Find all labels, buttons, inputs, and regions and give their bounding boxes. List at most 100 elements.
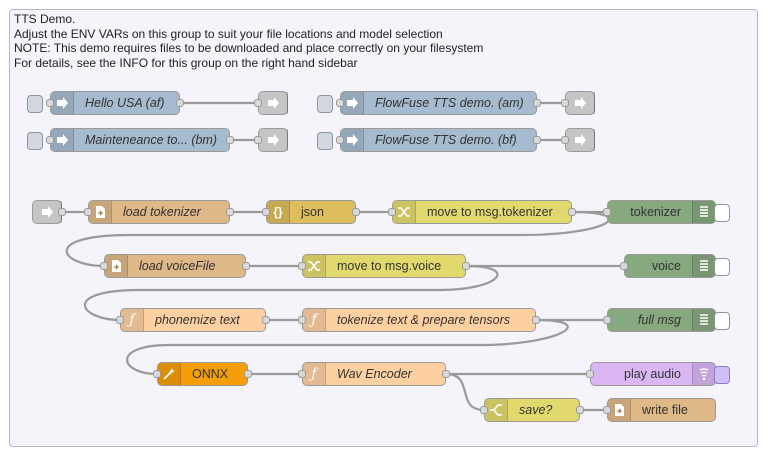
node-label: full msg (637, 313, 681, 327)
debug-list-icon (692, 255, 715, 277)
input-port[interactable] (336, 136, 344, 144)
debug-toggle-button[interactable] (714, 258, 730, 276)
node-label: Mainteneance to... (bm) (85, 133, 218, 147)
input-port[interactable] (116, 316, 124, 324)
node-label: move to msg.voice (337, 259, 442, 273)
link-call-flowfuse-am[interactable]: FlowFuse TTS demo. (am) (317, 91, 541, 115)
link-out-maintenance[interactable] (254, 128, 288, 152)
output-port[interactable] (226, 208, 234, 216)
output-port[interactable] (226, 136, 234, 144)
debug-list-icon (692, 309, 715, 331)
shuffle-icon (393, 201, 416, 223)
link-call-maintenance[interactable]: Mainteneance to... (bm) (27, 128, 234, 152)
output-port[interactable] (244, 370, 252, 378)
output-port[interactable] (532, 316, 540, 324)
node-label: move to msg.tokenizer (427, 205, 553, 219)
wire (445, 372, 485, 412)
info-line: TTS Demo. (14, 12, 76, 26)
play-audio-node[interactable]: play audio (586, 362, 730, 386)
output-port[interactable] (58, 208, 66, 216)
input-port[interactable] (388, 208, 396, 216)
input-port[interactable] (480, 406, 488, 414)
debug-toggle-button[interactable] (714, 204, 730, 222)
json-braces-icon: {} (267, 201, 290, 223)
link-in-node[interactable] (32, 200, 66, 224)
switch-icon (485, 399, 508, 421)
input-port[interactable] (603, 316, 611, 324)
link-arrow-icon (51, 129, 74, 151)
input-port[interactable] (561, 136, 569, 144)
input-port[interactable] (262, 208, 270, 216)
audio-toggle-button[interactable] (714, 366, 730, 384)
function-icon: ƒ (303, 363, 326, 385)
link-call-hello-usa[interactable]: Hello USA (af) (27, 91, 184, 115)
node-label: json (301, 205, 324, 219)
node-label: tokenizer (630, 205, 681, 219)
move-tokenizer-node[interactable]: move to msg.tokenizer (388, 200, 576, 224)
load-tokenizer-node[interactable]: load tokenizer (84, 200, 234, 224)
link-call-flowfuse-bf[interactable]: FlowFuse TTS demo. (bf) (317, 128, 541, 152)
inject-button[interactable] (317, 132, 333, 150)
input-port[interactable] (254, 136, 262, 144)
write-file-node[interactable]: write file (603, 398, 716, 422)
save-switch-node[interactable]: save? (480, 398, 584, 422)
file-in-icon (105, 255, 128, 277)
input-port[interactable] (603, 406, 611, 414)
input-port[interactable] (46, 136, 54, 144)
wire (84, 264, 499, 322)
node-label: FlowFuse TTS demo. (am) (375, 96, 524, 110)
output-port[interactable] (533, 136, 541, 144)
move-voice-node[interactable]: move to msg.voice (298, 254, 470, 278)
inject-button[interactable] (317, 95, 333, 113)
input-port[interactable] (298, 316, 306, 324)
output-port[interactable] (533, 99, 541, 107)
input-port[interactable] (298, 370, 306, 378)
input-port[interactable] (561, 99, 569, 107)
output-port[interactable] (262, 316, 270, 324)
phonemize-text-node[interactable]: ƒ phonemize text (116, 308, 270, 332)
output-port[interactable] (176, 99, 184, 107)
node-label: FlowFuse TTS demo. (bf) (375, 133, 517, 147)
input-port[interactable] (586, 370, 594, 378)
link-arrow-icon (341, 129, 364, 151)
node-label: voice (651, 259, 681, 273)
inject-button[interactable] (27, 95, 43, 113)
input-port[interactable] (84, 208, 92, 216)
debug-voice-node[interactable]: voice (620, 254, 730, 278)
input-port[interactable] (46, 99, 54, 107)
link-out-flowfuse-bf[interactable] (561, 128, 595, 152)
inject-button[interactable] (27, 132, 43, 150)
wav-encoder-node[interactable]: ƒ Wav Encoder (298, 362, 450, 386)
output-port[interactable] (576, 406, 584, 414)
debug-toggle-button[interactable] (714, 312, 730, 330)
output-port[interactable] (568, 208, 576, 216)
input-port[interactable] (298, 262, 306, 270)
load-voicefile-node[interactable]: load voiceFile (100, 254, 250, 278)
output-port[interactable] (462, 262, 470, 270)
input-port[interactable] (254, 99, 262, 107)
link-out-flowfuse-am[interactable] (561, 91, 595, 115)
onnx-node[interactable]: ONNX (153, 362, 252, 386)
function-icon: ƒ (121, 309, 144, 331)
input-port[interactable] (336, 99, 344, 107)
node-label: tokenize text & prepare tensors (337, 313, 511, 327)
node-label: Hello USA (af) (85, 96, 165, 110)
output-port[interactable] (352, 208, 360, 216)
node-label: load tokenizer (123, 205, 201, 219)
input-port[interactable] (603, 208, 611, 216)
link-out-hello-usa[interactable] (254, 91, 288, 115)
debug-fullmsg-node[interactable]: full msg (603, 308, 730, 332)
input-port[interactable] (100, 262, 108, 270)
link-arrow-icon (51, 92, 74, 114)
json-node[interactable]: {} json (262, 200, 360, 224)
node-label: load voiceFile (139, 259, 216, 273)
link-arrow-icon (259, 129, 288, 151)
output-port[interactable] (442, 370, 450, 378)
input-port[interactable] (153, 370, 161, 378)
link-arrow-icon (566, 92, 595, 114)
tokenize-text-node[interactable]: ƒ tokenize text & prepare tensors (298, 308, 540, 332)
output-port[interactable] (242, 262, 250, 270)
debug-tokenizer-node[interactable]: tokenizer (603, 200, 730, 224)
input-port[interactable] (620, 262, 628, 270)
